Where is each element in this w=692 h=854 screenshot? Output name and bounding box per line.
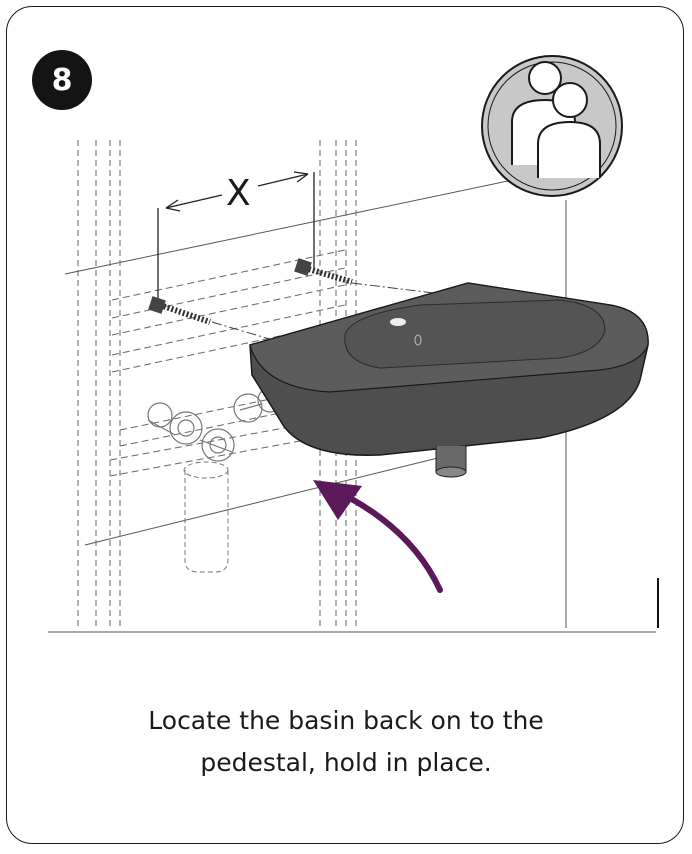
waste-pipe xyxy=(183,461,229,573)
dimension-x xyxy=(157,171,315,300)
curved-arrow-icon xyxy=(313,480,443,593)
valves xyxy=(147,387,283,462)
step-number-badge: 8 xyxy=(32,50,92,110)
instruction-caption: Locate the basin back on to the pedestal… xyxy=(60,700,632,784)
basin xyxy=(249,282,649,478)
two-person-icon xyxy=(481,55,623,197)
dimension-x-label: X xyxy=(226,173,251,214)
caption-line-2: pedestal, hold in place. xyxy=(200,748,492,777)
caption-line-1: Locate the basin back on to the xyxy=(148,706,544,735)
installation-illustration: X xyxy=(48,55,659,633)
